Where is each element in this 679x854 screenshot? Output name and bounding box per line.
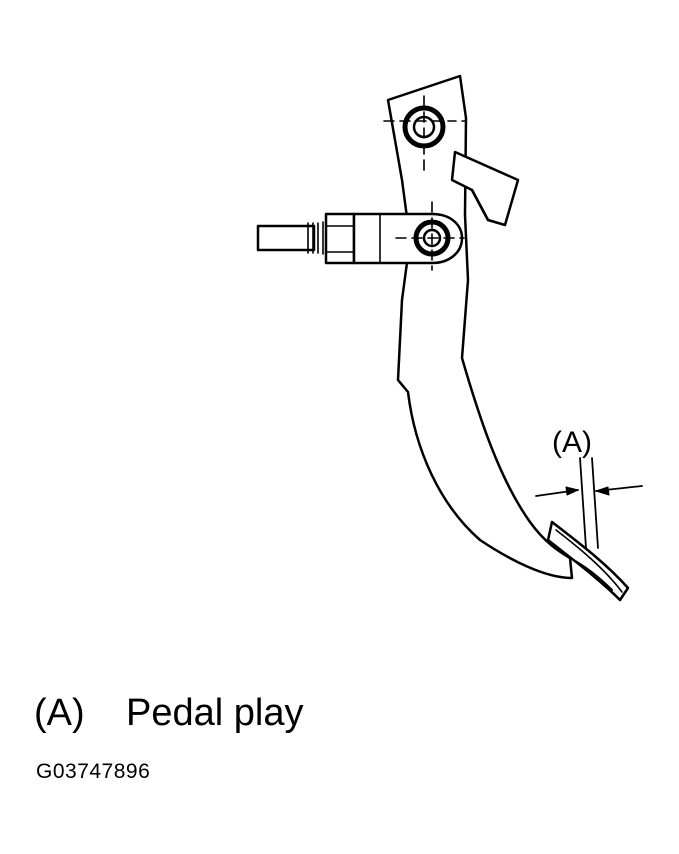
pedal-pad <box>546 520 630 602</box>
clevis-pin-inner <box>422 228 442 248</box>
pedal-arm <box>386 74 574 580</box>
pedal-play-callout-label: (A) <box>552 426 592 459</box>
legend-description: Pedal play <box>126 692 304 734</box>
push-rod <box>256 224 316 252</box>
push-rod-thread <box>307 221 324 255</box>
brake-pedal-diagram: (A) <box>256 74 643 602</box>
play-reference-line-left <box>579 457 587 549</box>
legend-row: (A) Pedal play <box>34 688 303 738</box>
figure-code: G03747896 <box>36 760 151 783</box>
play-reference-line-right <box>591 457 599 549</box>
legend-key: (A) <box>34 692 85 734</box>
clevis-nut <box>324 212 356 265</box>
